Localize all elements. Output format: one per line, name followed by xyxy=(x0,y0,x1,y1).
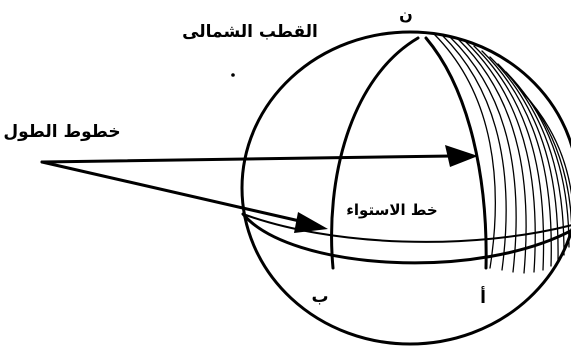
equator-line xyxy=(243,214,571,263)
pole-letter-label: ن xyxy=(399,5,413,24)
meridian-b xyxy=(332,38,418,268)
stray-dot xyxy=(231,73,235,77)
point-b-label: ب xyxy=(311,287,328,307)
north-pole-label: القطب الشمالى xyxy=(182,22,318,42)
meridians-label: خطوط الطول xyxy=(3,122,120,142)
arrow-upper-head xyxy=(445,145,478,167)
equator-label: خط الاستواء xyxy=(346,201,438,219)
arrow-upper-shaft xyxy=(42,156,452,162)
arrow-lower-head xyxy=(294,212,328,233)
arrow-lower-shaft xyxy=(42,162,304,222)
point-a-label: أ xyxy=(480,286,486,308)
globe-outline xyxy=(242,32,571,344)
